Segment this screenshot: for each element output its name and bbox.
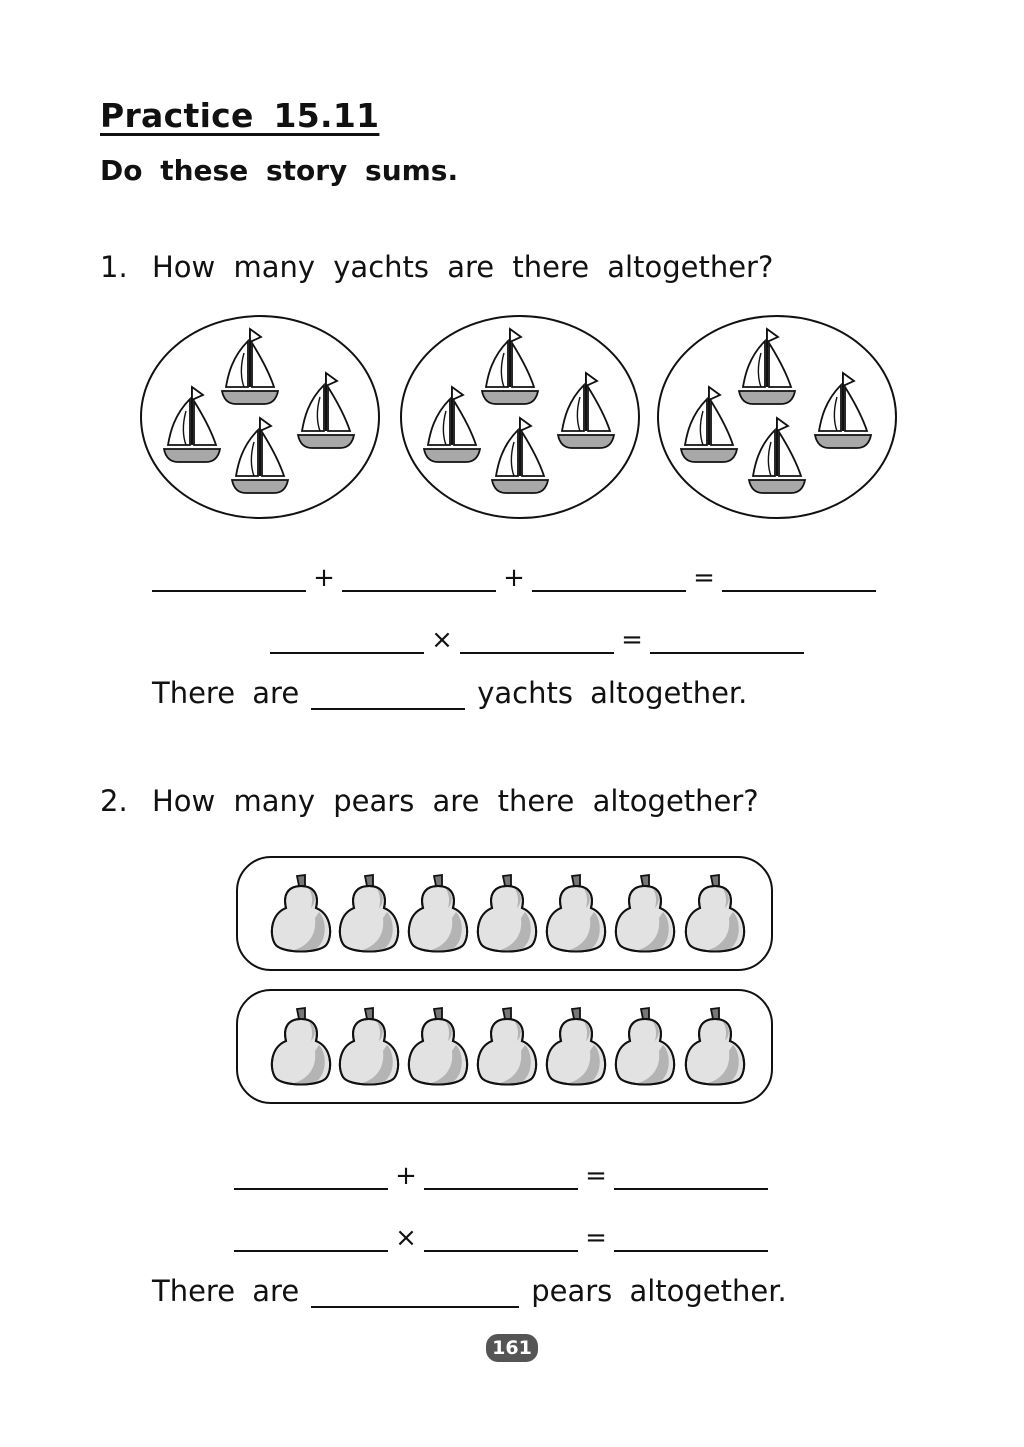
answer-blank[interactable] <box>311 1278 520 1308</box>
page-number-badge: 161 <box>486 1334 538 1362</box>
answer-blank[interactable] <box>722 562 876 592</box>
question-1-number: 1. <box>100 250 128 284</box>
question-2: 2. How many pears are there altogether? <box>100 784 759 818</box>
answer-blank[interactable] <box>342 562 496 592</box>
yacht-group-1 <box>140 315 380 519</box>
yacht-group-3 <box>657 315 897 519</box>
q1-multiplication-equation: × = <box>270 614 804 654</box>
answer-blank[interactable] <box>234 1222 388 1252</box>
question-1: 1. How many yachts are there altogether? <box>100 250 773 284</box>
plus-sign: + <box>313 563 335 593</box>
times-sign: × <box>395 1223 417 1253</box>
yacht-group-2 <box>400 315 640 519</box>
question-2-number: 2. <box>100 784 128 818</box>
times-sign: × <box>431 625 453 655</box>
equals-sign: = <box>585 1161 607 1191</box>
q2-multiplication-equation: × = <box>234 1212 768 1252</box>
sentence-start: There are <box>152 676 300 710</box>
answer-blank[interactable] <box>424 1222 578 1252</box>
q1-addition-equation: + + = <box>152 552 876 592</box>
answer-blank[interactable] <box>270 624 424 654</box>
q2-answer-sentence: There are pears altogether. <box>152 1274 787 1308</box>
instruction-text: Do these story sums. <box>100 154 459 187</box>
answer-blank[interactable] <box>424 1160 578 1190</box>
answer-blank[interactable] <box>152 562 306 592</box>
yacht-picture <box>140 315 897 519</box>
plus-sign: + <box>503 563 525 593</box>
sentence-end: yachts altogether. <box>477 676 748 710</box>
question-2-text: How many pears are there altogether? <box>152 784 759 818</box>
answer-blank[interactable] <box>234 1160 388 1190</box>
question-1-text: How many yachts are there altogether? <box>152 250 774 284</box>
sentence-start: There are <box>152 1274 300 1308</box>
answer-blank[interactable] <box>650 624 804 654</box>
answer-blank[interactable] <box>311 680 466 710</box>
answer-blank[interactable] <box>460 624 614 654</box>
pear-group-2 <box>236 989 773 1104</box>
plus-sign: + <box>395 1161 417 1191</box>
equals-sign: = <box>585 1223 607 1253</box>
equals-sign: = <box>693 563 715 593</box>
pear-picture <box>236 856 773 1104</box>
q1-answer-sentence: There are yachts altogether. <box>152 676 747 710</box>
pear-group-1 <box>236 856 773 971</box>
answer-blank[interactable] <box>614 1222 768 1252</box>
page-title: Practice 15.11 <box>100 96 380 135</box>
answer-blank[interactable] <box>614 1160 768 1190</box>
equals-sign: = <box>621 625 643 655</box>
sentence-end: pears altogether. <box>531 1274 787 1308</box>
q2-addition-equation: + = <box>234 1150 768 1190</box>
answer-blank[interactable] <box>532 562 686 592</box>
